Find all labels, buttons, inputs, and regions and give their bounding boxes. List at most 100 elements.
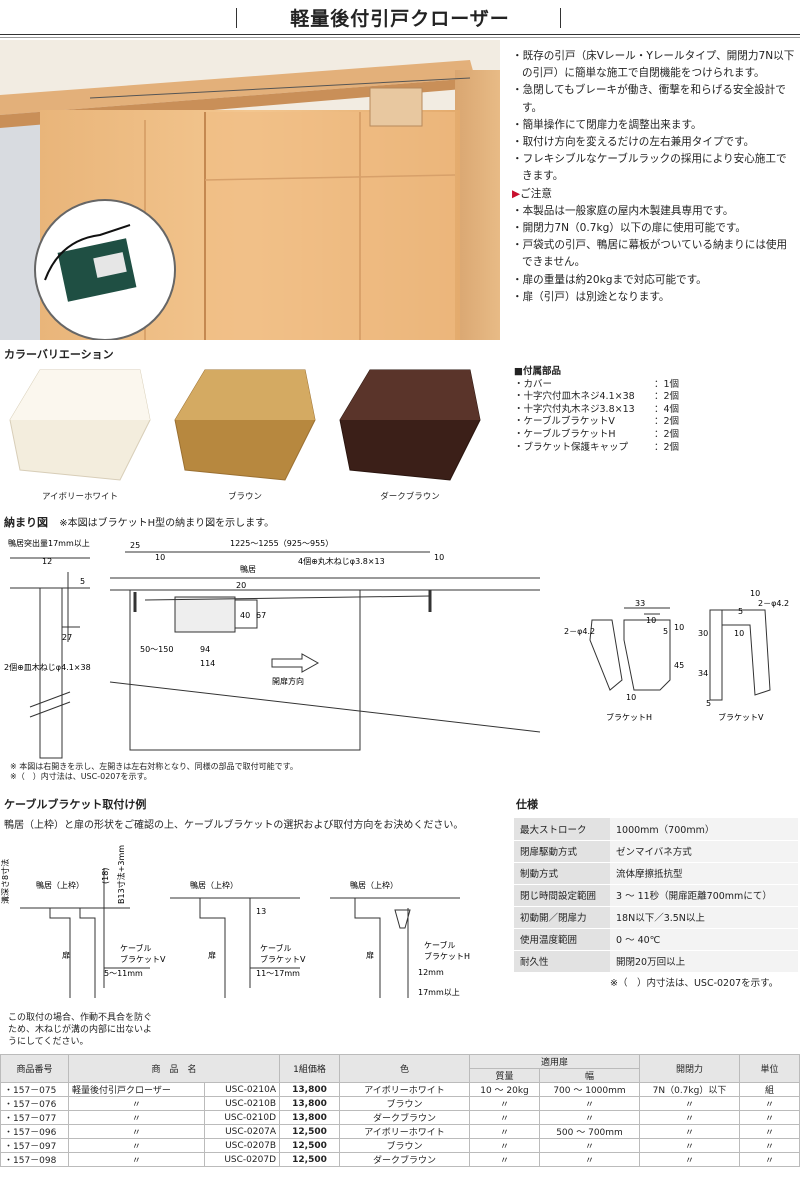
swatch-brown — [174, 369, 316, 481]
notice-item: ・扉の重量は約20kgまで対応可能です。 — [512, 273, 707, 286]
bracket-v-drawing — [709, 609, 771, 701]
col-name: 商 品 名 — [68, 1054, 280, 1083]
cable-example-intro: 鴨居（上枠）と扉の形状をご確認の上、ケーブルブラケットの選択および取付方向をお決… — [4, 820, 464, 831]
swatch-label: ダークブラウン — [380, 492, 440, 502]
cable-example-1 — [20, 868, 150, 998]
bracket-h-dim-45: 45 — [674, 661, 684, 670]
bracket-h-label-ex: ブラケットH — [424, 951, 470, 961]
spec-row: 閉扉駆動方式ゼンマイバネ方式 — [514, 840, 798, 863]
dim-13: 13 — [256, 907, 266, 916]
spec-title: 仕様 — [516, 798, 538, 811]
parts-title: ■付属部品 — [514, 366, 561, 377]
col-weight: 質量 — [469, 1068, 540, 1083]
dim-27: 27 — [62, 633, 72, 642]
swatch-label: ブラウン — [227, 492, 262, 502]
groove-depth: 溝深さ8寸法 — [0, 859, 10, 904]
dim-20: 20 — [236, 581, 246, 590]
bracket-h-hole: 2－φ4.2 — [564, 627, 595, 636]
cable-example-2 — [170, 897, 300, 998]
swatch-dark-brown — [339, 369, 481, 481]
dim-50-150: 50～150 — [140, 645, 173, 654]
table-row: ・157－096 〃 USC-0207A 12,500 アイボリーホワイト 〃 … — [0, 1124, 800, 1139]
product-table: 商品番号 商 品 名 1組価格 色 適用扉 開閉力 単位 質量 幅 ・157－0… — [0, 1054, 800, 1167]
bracket-v-dim-10b: 10 — [734, 629, 744, 638]
cable-example-diagram: 溝深さ8寸法 B13寸法+3mm (18) 鴨居（上枠） 扉 ケーブル ブラケッ… — [0, 845, 470, 998]
feature-item: ・簡単操作にて閉扉力を調整出来ます。 — [512, 118, 702, 131]
install-diagram-title: 納まり図 — [4, 516, 48, 529]
title-rule — [0, 34, 800, 35]
parts-item: ・カバー：1個 — [514, 378, 680, 390]
cable-example-3 — [330, 897, 460, 998]
dim-94: 94 — [200, 645, 210, 654]
door-label: 扉 — [62, 950, 70, 960]
table-row: ・157－075 軽量後付引戸クローザー USC-0210A 13,800 アイ… — [0, 1082, 800, 1097]
parts-item: ・ケーブルブラケットH：2個 — [514, 428, 680, 440]
col-price: 1組価格 — [279, 1054, 340, 1083]
cable-label: ケーブル — [120, 943, 152, 953]
dim-18: (18) — [101, 868, 110, 884]
bracket-v-label: ブラケットV — [718, 712, 764, 722]
notice-title: ご注意 — [520, 187, 552, 200]
title-bar: 軽量後付引戸クローザー — [0, 0, 800, 38]
product-subheader-row: 質量 幅 — [1, 1068, 800, 1083]
col-unit: 単位 — [739, 1054, 800, 1083]
triangle-icon: ▶ — [512, 187, 521, 200]
col-width: 幅 — [539, 1068, 640, 1083]
bracket-drawings: 33 10 5 10 45 10 2－φ4.2 ブラケットH 10 5 30 1… — [564, 589, 789, 722]
spec-note: ※（ ）内寸法は、USC-0207を示す。 — [610, 978, 779, 989]
notice-item: ・扉（引戸）は別途となります。 — [512, 290, 670, 303]
bracket-v-label-2: ブラケットV — [260, 954, 306, 964]
notice-item: ・戸袋式の引戸、鴨居に幕板がついている納まりには使用できません。 — [512, 239, 788, 269]
open-direction-arrow-icon — [271, 653, 320, 673]
feature-item: ・取付け方向を変えるだけの左右兼用タイプです。 — [512, 136, 755, 149]
spec-row: 制動方式流体摩擦抵抗型 — [514, 862, 798, 885]
kamoi-frame-label: 鴨居（上枠） — [190, 880, 238, 890]
title-rule-thin — [0, 37, 800, 38]
color-variation-title: カラーバリエーション — [4, 348, 114, 361]
bracket-v-dim-30: 30 — [698, 629, 708, 638]
dim-67: 67 — [256, 611, 266, 620]
bracket-h-label: ブラケットH — [606, 712, 652, 722]
dim-17mm: 17mm以上 — [418, 988, 460, 997]
bracket-h-dim-33: 33 — [635, 599, 645, 608]
parts-item: ・ブラケット保護キャップ：2個 — [514, 441, 680, 453]
dim-114: 114 — [200, 659, 215, 668]
parts-item: ・十字穴付皿木ネジ4.1×38：2個 — [514, 391, 680, 403]
bracket-v-label-1: ブラケットV — [120, 954, 166, 964]
parts-item: ・十字穴付丸木ネジ3.8×13：4個 — [514, 403, 680, 415]
page-title: 軽量後付引戸クローザー — [290, 8, 510, 30]
dim-kamoi-projection: 鴨居突出量17mm以上 — [8, 538, 90, 548]
dim-12: 12 — [42, 557, 52, 566]
swatch-ivory — [9, 369, 151, 481]
kamoi-frame-label: 鴨居（上枠） — [350, 880, 398, 890]
product-photo — [0, 40, 500, 340]
dim-11-17: 11～17mm — [256, 969, 300, 978]
spec-row: 耐久性開閉20万回以上 — [514, 950, 798, 973]
col-color: 色 — [339, 1054, 470, 1083]
col-force: 開閉力 — [639, 1054, 740, 1083]
front-view — [109, 551, 541, 751]
install-note: ※ 本図は右開きを示し、左開きは左右対称となり、同様の部品で取付可能です。 — [10, 762, 298, 771]
door-label: 扉 — [366, 950, 374, 960]
dim-b13: B13寸法+3mm — [116, 845, 126, 904]
feature-item: ・既存の引戸（床Vレール・Yレールタイプ、開閉力7N以下の引戸）に簡単な施工で自… — [512, 50, 795, 80]
cable-example-title: ケーブルブラケット取付け例 — [4, 798, 147, 811]
kamoi-label: 鴨居 — [240, 564, 256, 574]
notice-item: ・本製品は一般家庭の屋内木製建具専用です。 — [512, 204, 734, 217]
dim-5: 5 — [80, 577, 85, 586]
notice-heading: ▶ご注意 — [512, 186, 797, 203]
bracket-h-dim-10b: 10 — [674, 623, 684, 632]
dim-10-right: 10 — [434, 553, 444, 562]
bracket-v-dim-5: 5 — [738, 607, 743, 616]
title-tick-right — [560, 8, 561, 28]
dim-5-11: 5～11mm — [104, 969, 143, 978]
dim-screw-top: 4個⊕丸木ねじφ3.8×13 — [298, 556, 385, 566]
parts-list: ■付属部品 ・カバー：1個 ・十字穴付皿木ネジ4.1×38：2個 ・十字穴付丸木… — [514, 366, 714, 454]
table-row: ・157－076 〃 USC-0210B 13,800 ブラウン 〃 〃 〃 〃 — [0, 1096, 800, 1111]
title-tick-left — [236, 8, 237, 28]
cable-warning: この取付の場合、作動不具合を防ぐため、木ねじが溝の内部に出ないようにしてください… — [8, 1013, 153, 1047]
